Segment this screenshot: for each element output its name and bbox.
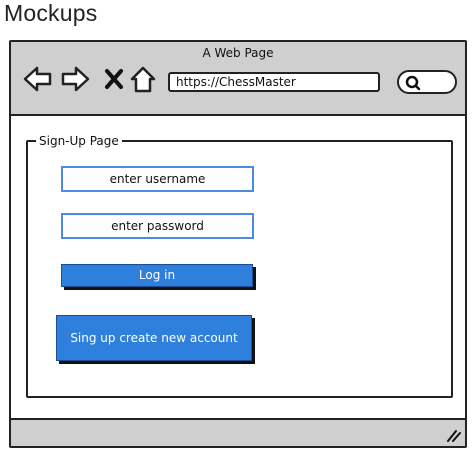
username-field[interactable]: enter username — [61, 166, 254, 192]
close-icon[interactable] — [104, 68, 124, 90]
resize-grip-icon[interactable] — [445, 429, 461, 443]
mockups-title: Mockups — [4, 0, 98, 26]
browser-titlebar: A Web Page https://ChessMaster — [11, 42, 465, 116]
fieldset-legend: Sign-Up Page — [36, 133, 122, 149]
password-field[interactable]: enter password — [61, 213, 254, 239]
browser-window: A Web Page https://ChessMaster Sign-Up P… — [9, 40, 467, 448]
login-button[interactable]: Log in — [61, 264, 253, 287]
signup-fieldset: Sign-Up Page enter username enter passwo… — [26, 133, 453, 398]
browser-statusbar — [11, 418, 465, 446]
search-box[interactable] — [397, 70, 457, 94]
arrow-right-icon[interactable] — [60, 66, 90, 92]
signup-button[interactable]: Sing up create new account — [56, 315, 252, 361]
arrow-left-icon[interactable] — [23, 66, 53, 92]
search-icon — [405, 75, 421, 91]
address-bar[interactable]: https://ChessMaster — [168, 72, 380, 92]
home-icon[interactable] — [129, 66, 157, 94]
window-title: A Web Page — [202, 46, 274, 60]
